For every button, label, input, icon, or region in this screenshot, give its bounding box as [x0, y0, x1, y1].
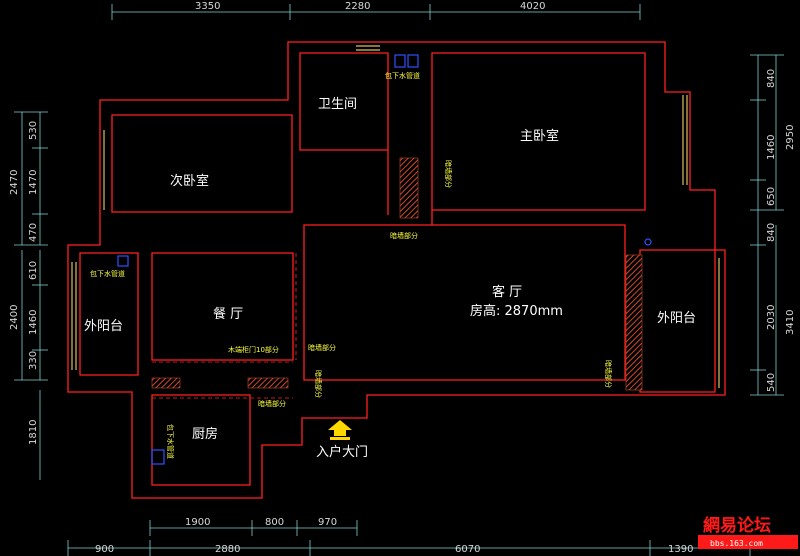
- dim-bottom-outer-4: 1390: [668, 544, 693, 555]
- dim-bottom-outer-3: 6070: [455, 544, 480, 555]
- dim-top-2: 2280: [345, 1, 370, 12]
- dim-right-3: 650: [766, 187, 777, 206]
- dim-top-1: 3350: [195, 1, 220, 12]
- dim-left-lower-3: 330: [28, 351, 39, 370]
- label-kitchen: 厨房: [192, 426, 218, 442]
- dim-right-8: 3410: [785, 310, 796, 335]
- entry-arrow: [328, 420, 352, 440]
- dim-bottom-outer-1: 900: [95, 544, 114, 555]
- watermark-url: bbs.163.com: [710, 539, 763, 548]
- dim-bottom-inner-2: 800: [265, 517, 284, 528]
- dim-left-upper-2: 1470: [28, 170, 39, 195]
- watermark: 網易论坛 bbs.163.com: [698, 515, 798, 549]
- dim-left-upper-4: 2470: [9, 170, 20, 195]
- note-kitchen-hidden: 暗墙部分: [258, 399, 286, 408]
- hatched-walls: [151, 157, 643, 391]
- note-wall-right: 暗墙部分: [604, 360, 613, 388]
- note-pipe-balcony: 包下水管道: [90, 269, 125, 278]
- room-labels: 卫生间 主卧室 次卧室 客 厅 房高: 2870mm 餐 厅 厨房 外阳台 外阳…: [84, 97, 696, 460]
- label-balcony-east: 外阳台: [657, 311, 696, 326]
- dim-right-4: 2950: [785, 125, 796, 150]
- dim-bottom-outer-2: 2880: [215, 544, 240, 555]
- annotations: 包下水管道 包下水管道 包下水管道 暗墙部分 暗墙部分 木端柜门10部分 暗墙部…: [90, 71, 613, 459]
- dim-left-upper-1: 530: [28, 121, 39, 140]
- label-dining-room: 餐 厅: [213, 306, 243, 322]
- dim-right-7: 540: [766, 373, 777, 392]
- dim-left-lower-1: 610: [28, 261, 39, 280]
- label-bathroom: 卫生间: [318, 97, 357, 112]
- note-stair-hidden: 暗墙部分: [444, 160, 453, 188]
- dimension-labels: 3350 2280 4020 1900 800 970 900 2880 607…: [9, 1, 796, 555]
- label-balcony-west: 外阳台: [84, 319, 123, 334]
- dim-right-1: 840: [766, 69, 777, 88]
- watermark-brand: 網易论坛: [703, 515, 771, 536]
- dim-bottom-inner-1: 1900: [185, 517, 210, 528]
- label-entrance: 入户大门: [316, 444, 368, 460]
- dim-left-upper-3: 470: [28, 223, 39, 242]
- note-living-hidden: 暗墙部分: [308, 343, 336, 352]
- dim-right-6: 2030: [766, 305, 777, 330]
- dim-top-3: 4020: [520, 1, 545, 12]
- dim-right-5: 840: [766, 223, 777, 242]
- note-pipe-kitchen: 包下水管道: [166, 424, 175, 459]
- label-second-bedroom: 次卧室: [170, 173, 209, 189]
- hidden-lines: [152, 253, 297, 399]
- label-master-bedroom: 主卧室: [520, 128, 559, 144]
- dim-left-lower-2: 1460: [28, 310, 39, 335]
- dim-left-lower-5: 1810: [28, 420, 39, 445]
- dimension-lines: [14, 4, 784, 556]
- label-ceiling-height: 房高: 2870mm: [470, 303, 563, 319]
- note-pipe-bathroom: 包下水管道: [385, 71, 420, 80]
- label-living-room: 客 厅: [492, 284, 522, 300]
- note-wall-left: 暗墙部分: [314, 370, 323, 398]
- pipe-fixtures: [117, 54, 652, 465]
- note-corridor-hidden: 暗墙部分: [390, 231, 418, 240]
- dim-left-lower-4: 2400: [9, 305, 20, 330]
- windows: [71, 45, 720, 388]
- note-cabinet-hidden: 木端柜门10部分: [228, 345, 279, 354]
- dim-bottom-inner-3: 970: [318, 517, 337, 528]
- dim-right-2: 1460: [766, 135, 777, 160]
